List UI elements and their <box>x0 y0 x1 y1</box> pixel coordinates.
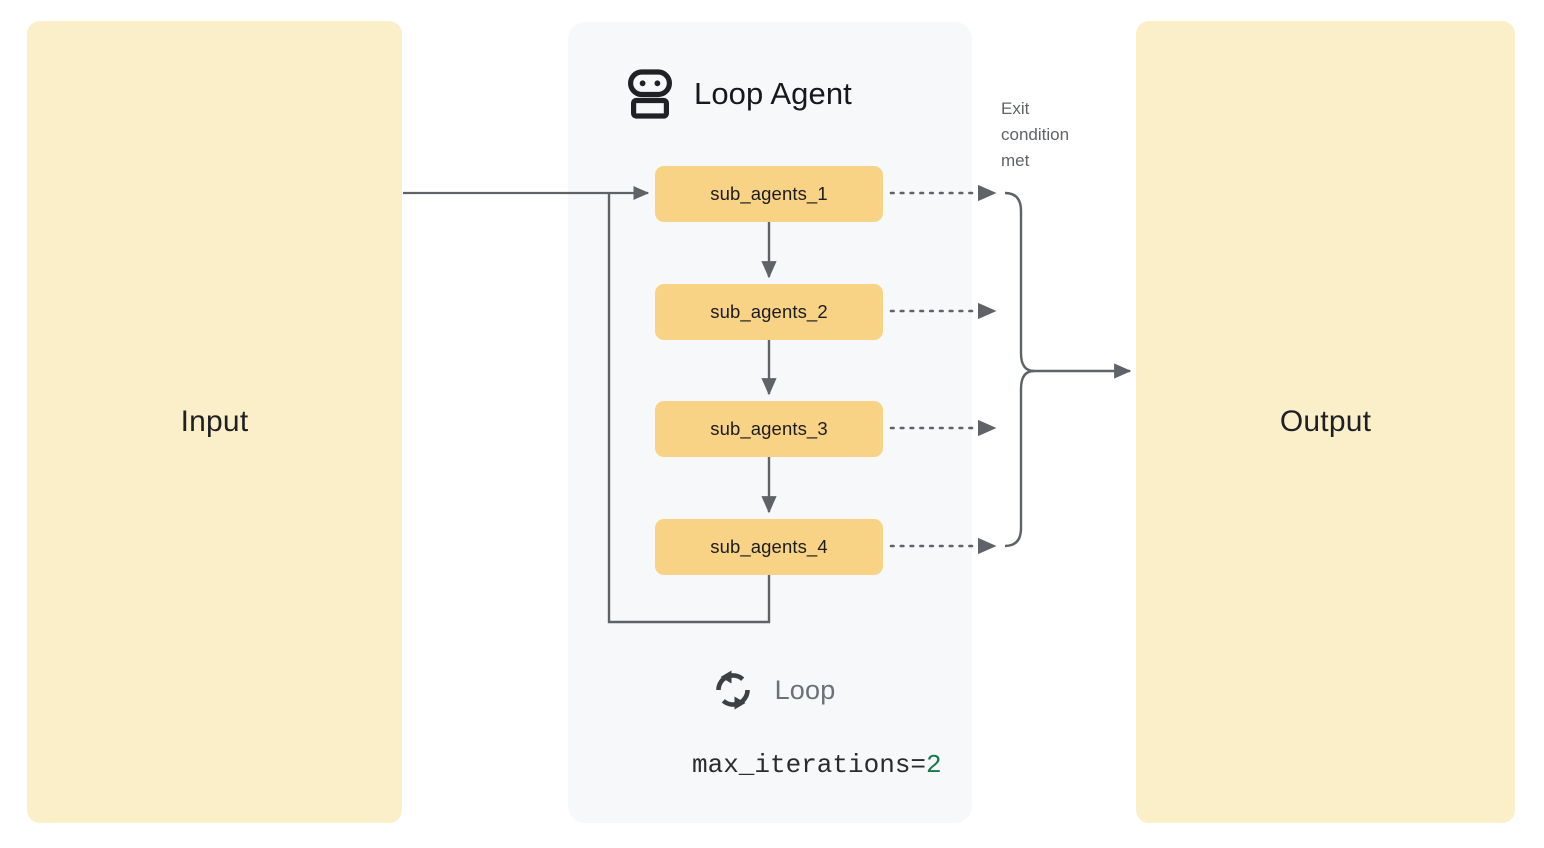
sub-agent-box-3[interactable]: sub_agents_3 <box>655 401 883 457</box>
loop-param-value: 2 <box>926 750 942 780</box>
sub-agent-label: sub_agents_3 <box>710 418 828 439</box>
sub-agent-box-4[interactable]: sub_agents_4 <box>655 519 883 575</box>
robot-icon <box>628 69 672 119</box>
loop-badge: Loop <box>705 668 836 712</box>
output-label: Output <box>1279 405 1372 438</box>
sub-agent-box-2[interactable]: sub_agents_2 <box>655 284 883 340</box>
loop-param-name: max_iterations= <box>691 750 927 780</box>
output-panel: Output <box>1136 21 1515 823</box>
input-panel: Input <box>27 21 402 823</box>
collector-bus <box>1004 191 1035 548</box>
loop-agent-header: Loop Agent <box>628 66 852 122</box>
loop-max-iterations: max_iterations=2 <box>598 720 942 810</box>
loop-refresh-icon <box>711 668 755 712</box>
exit-condition-label: Exit condition met <box>1001 99 1070 170</box>
sub-agent-label: sub_agents_4 <box>710 536 828 557</box>
loop-badge-label: Loop <box>774 674 836 705</box>
sub-agent-label: sub_agents_1 <box>710 183 828 204</box>
sub-agent-label: sub_agents_2 <box>710 301 828 322</box>
loop-footer: Loop max_iterations=2 <box>568 668 972 810</box>
input-label: Input <box>180 405 249 438</box>
loop-agent-title: Loop Agent <box>694 76 852 111</box>
sub-agent-box-1[interactable]: sub_agents_1 <box>655 166 883 222</box>
